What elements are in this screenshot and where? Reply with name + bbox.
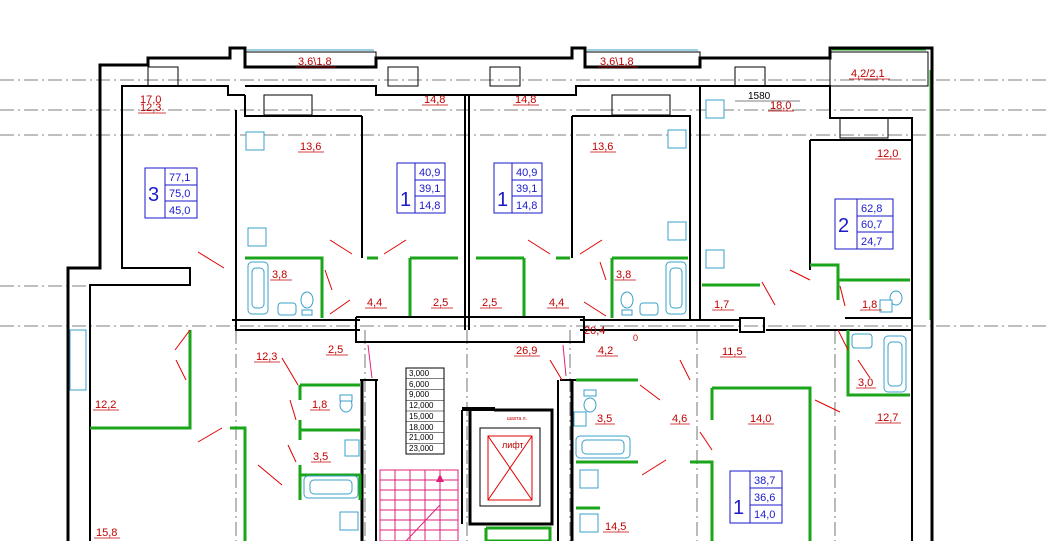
level-2: 9,000 — [409, 390, 430, 399]
level-6: 21,000 — [409, 433, 434, 442]
apartment-box-3: 2 62,8 60,7 24,7 — [834, 198, 894, 250]
apartment-net-area: 24,7 — [861, 236, 882, 248]
room-area-labels: 17,0 12,3 13,6 14,8 14,8 13,6 18,0 12,0 … — [93, 94, 901, 539]
zero-mark: 0 — [633, 333, 638, 343]
apartment-box-1: 1 40,9 39,1 14,8 — [396, 162, 446, 214]
apartment-total-area: 40,9 — [516, 167, 537, 179]
room-area: 12,3 — [256, 351, 277, 363]
lift-label: лифт — [502, 440, 524, 450]
lift-shaft: лифт шахта л. — [479, 416, 541, 507]
apartment-net-area: 14,8 — [516, 200, 537, 212]
balcony-dim-left: 3,6\1,8 — [298, 56, 332, 68]
dimension-labels: 3,6\1,8 3,6\1,8 4,2/2,1 1580 0 — [296, 56, 890, 343]
room-area: 3,8 — [616, 269, 631, 281]
apartment-box-2: 1 40,9 39,1 14,8 — [493, 162, 543, 214]
level-5: 18,000 — [409, 423, 434, 432]
apartment-net-area: 14,8 — [419, 200, 440, 212]
staircase — [367, 344, 567, 541]
door-swings — [174, 239, 871, 486]
level-0: 3,000 — [409, 369, 430, 378]
room-area: 4,4 — [549, 297, 564, 309]
room-area: 14,0 — [750, 413, 771, 425]
room-area: 1,8 — [312, 399, 327, 411]
room-area: 12,2 — [95, 399, 116, 411]
apartment-living-area: 60,7 — [861, 219, 882, 231]
dim-1580: 1580 — [748, 91, 771, 102]
level-7: 23,000 — [409, 444, 434, 453]
apartment-living-area: 39,1 — [516, 183, 537, 195]
axis-lines — [0, 79, 1049, 541]
level-4: 15,000 — [409, 412, 434, 421]
apartment-rooms: 1 — [733, 497, 744, 519]
apartment-box-4: 1 38,7 36,6 14,0 — [729, 470, 783, 524]
apartment-living-area: 36,6 — [754, 492, 775, 504]
room-area: 2,5 — [328, 344, 343, 356]
room-area: 3,5 — [597, 413, 612, 425]
apartment-living-area: 75,0 — [169, 188, 190, 200]
apartment-net-area: 14,0 — [754, 509, 775, 521]
room-area: 17,0 — [140, 94, 161, 106]
room-area: 3,5 — [313, 451, 328, 463]
apartment-total-area: 38,7 — [754, 475, 775, 487]
apartment-total-area: 77,1 — [169, 172, 190, 184]
level-1: 6,000 — [409, 380, 430, 389]
apartment-total-area: 62,8 — [861, 203, 882, 215]
room-area: 13,6 — [300, 141, 321, 153]
partitions — [90, 256, 910, 541]
apartment-box-0: 3 77,1 75,0 45,0 — [144, 167, 198, 219]
room-area: 18,0 — [770, 100, 791, 112]
balconies — [69, 49, 931, 391]
room-area: 4,4 — [367, 297, 382, 309]
room-area: 11,5 — [722, 346, 743, 358]
apartment-rooms: 2 — [838, 215, 849, 237]
lift-shaft-tag: шахта л. — [507, 416, 527, 422]
room-area: 14,8 — [424, 94, 445, 106]
room-area: 3,8 — [272, 269, 287, 281]
room-area: 12,7 — [877, 412, 898, 424]
balcony-dim-far: 4,2/2,1 — [851, 68, 885, 80]
apartment-total-area: 40,9 — [419, 167, 440, 179]
level-table: 3,000 6,000 9,000 12,000 15,000 18,000 2… — [405, 367, 445, 455]
balcony-dim-right: 3,6\1,8 — [600, 56, 634, 68]
room-area: 13,6 — [592, 141, 613, 153]
room-area: 4,6 — [672, 413, 687, 425]
room-area: 15,8 — [96, 527, 117, 539]
level-3: 12,000 — [409, 401, 434, 410]
room-area: 14,8 — [515, 94, 536, 106]
room-area: 26,9 — [516, 345, 537, 357]
apartment-living-area: 39,1 — [419, 183, 440, 195]
apartment-rooms: 1 — [497, 189, 508, 211]
exterior-walls — [66, 46, 934, 541]
room-area: 2,5 — [482, 297, 497, 309]
room-area: 1,8 — [862, 299, 877, 311]
room-area: 4,2 — [598, 345, 613, 357]
room-area: 3,0 — [858, 377, 873, 389]
apartment-rooms: 1 — [400, 189, 411, 211]
apartment-net-area: 45,0 — [169, 205, 190, 217]
apartment-rooms: 3 — [148, 184, 159, 206]
room-area: 1,7 — [714, 299, 729, 311]
sanitary-fixtures — [245, 99, 907, 533]
room-area: 20,4 — [584, 325, 605, 337]
room-area: 12,0 — [877, 148, 898, 160]
room-area: 12,3 — [140, 102, 161, 114]
room-area: 2,5 — [433, 297, 448, 309]
room-area: 14,5 — [605, 521, 626, 533]
